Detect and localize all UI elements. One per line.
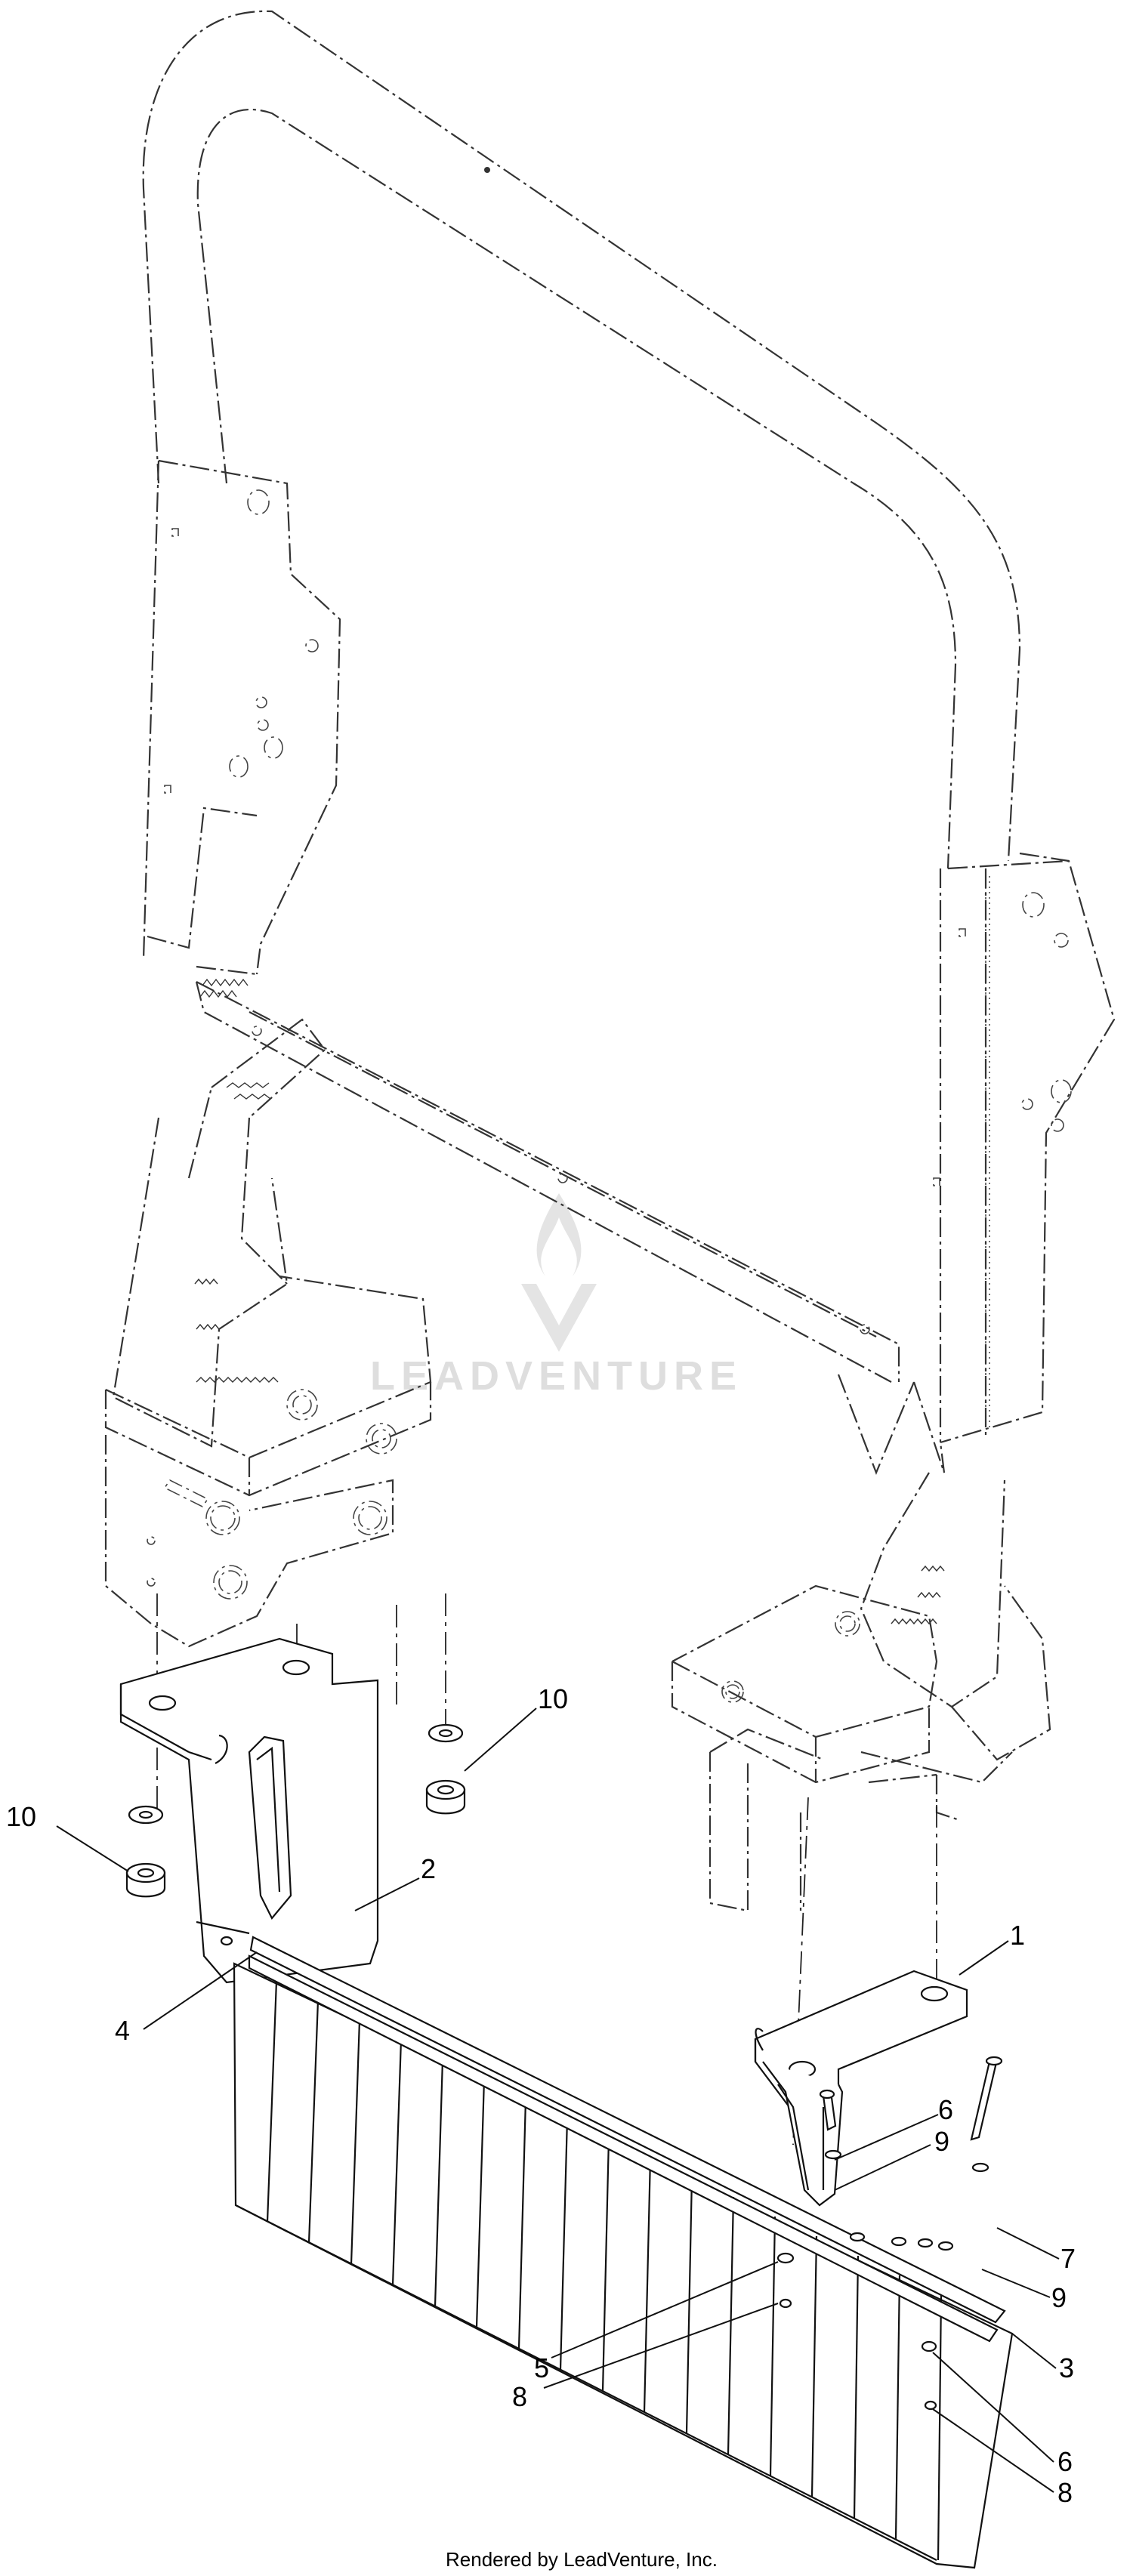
callout-1: 1	[1010, 1920, 1025, 1951]
brush-bolts	[776, 2056, 1003, 2411]
callout-6-upper: 6	[938, 2094, 953, 2125]
callout-labels: 10 10 2 1 4 6 9 7 9 3 5 8 6 8	[6, 1683, 1076, 2508]
callout-6-lower: 6	[1057, 2446, 1073, 2477]
callout-8-right: 8	[1057, 2477, 1073, 2508]
brush-bristle-lines	[266, 1980, 943, 2561]
retainer-strip-part-4	[196, 1920, 1006, 2343]
callout-9-upper: 9	[934, 2126, 949, 2157]
callout-2: 2	[421, 1853, 436, 1884]
callout-5: 5	[534, 2352, 549, 2383]
render-credit: Rendered by LeadVenture, Inc.	[446, 2548, 718, 2571]
right-bracket-part-1	[754, 1970, 968, 2207]
callout-9-lower: 9	[1051, 2282, 1067, 2313]
callout-10-right: 10	[538, 1683, 568, 1714]
brush-skirt-part-3	[233, 1962, 1014, 2569]
rops-frame-phantom	[104, 10, 1116, 1912]
callout-4: 4	[115, 2015, 130, 2046]
callout-7: 7	[1060, 2243, 1076, 2274]
callout-8-left: 8	[512, 2381, 527, 2412]
flame-logo-icon	[521, 1193, 597, 1352]
callout-10-left: 10	[6, 1801, 36, 1832]
left-bracket-part-2	[119, 1637, 379, 1984]
callout-3: 3	[1059, 2352, 1074, 2383]
leadventure-watermark: LEADVENTURE	[370, 1193, 742, 1399]
nut-washer-right	[425, 1723, 466, 1815]
nut-washer-left	[125, 1805, 166, 1898]
hardware	[125, 1723, 1003, 2411]
leader-lines	[56, 1708, 1060, 2493]
watermark-text: LEADVENTURE	[370, 1353, 742, 1399]
